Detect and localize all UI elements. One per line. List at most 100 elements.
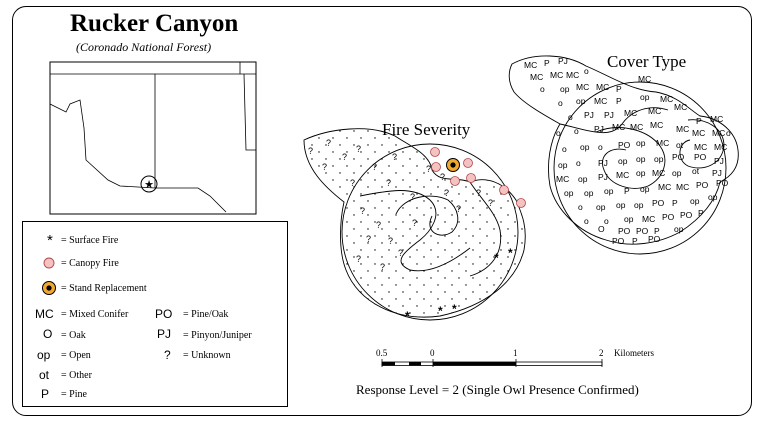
scale-tick-1: 1 [513,348,518,358]
legend-pinyon-juniper: = Pinyon/Juniper [183,330,252,341]
locator-circle [140,175,158,193]
svg-text:MC: MC [712,128,725,138]
svg-text:PO: PO [672,152,685,162]
svg-text:?: ? [388,236,393,246]
svg-text:o: o [726,128,731,138]
svg-text:MC: MC [714,142,727,152]
svg-text:op: op [578,174,588,184]
canopy-fire-point [516,198,526,208]
svg-text:?: ? [356,144,361,154]
canopy-fire-point [463,158,473,168]
svg-text:o: o [578,202,583,212]
fire-severity-label: Fire Severity [382,120,471,139]
cover-code-mc: MC [35,307,54,321]
svg-text:?: ? [444,188,449,198]
svg-text:op: op [640,92,650,102]
svg-text:PO: PO [636,226,649,236]
legend-stand-replacement: = Stand Replacement [61,283,147,294]
svg-text:PO: PO [648,234,661,244]
legend-other: = Other [61,370,92,381]
legend-open: = Open [61,350,91,361]
svg-text:?: ? [456,204,461,214]
svg-text:op: op [636,168,646,178]
canopy-fire-point [431,162,441,172]
legend-unknown: = Unknown [183,350,231,361]
cover-code-po: PO [155,307,173,321]
canopy-fire-icon [43,257,55,269]
inset-locator-map: ★ [49,61,257,215]
svg-text:?: ? [372,162,377,172]
svg-text:o: o [584,66,589,76]
svg-text:op: op [654,154,664,164]
svg-text:MC: MC [676,182,689,192]
svg-text:o: o [562,144,567,154]
legend: * = Surface Fire = Canopy Fire = Stand R… [22,221,288,407]
svg-text:P: P [616,96,622,106]
surface-fire-point: * [438,304,443,318]
svg-text:o: o [568,112,573,122]
svg-text:op: op [708,192,718,202]
svg-text:o: o [598,142,603,152]
canopy-fire-point [430,147,440,157]
svg-text:?: ? [360,206,365,216]
scale-tick-0: 0 [430,348,435,358]
svg-text:PO: PO [652,198,665,208]
svg-text:PO: PO [662,212,675,222]
scale-bar [381,359,603,367]
svg-text:?: ? [410,192,415,202]
cover-code-op: op [37,348,51,362]
legend-pine: = Pine [61,389,87,400]
svg-text:?: ? [412,218,417,228]
svg-text:o: o [604,216,609,226]
svg-text:op: op [672,168,682,178]
svg-text:MC: MC [612,122,625,132]
svg-text:MC: MC [642,214,655,224]
svg-text:op: op [618,156,628,166]
svg-text:?: ? [356,254,361,264]
svg-text:P: P [632,236,638,246]
svg-text:?: ? [376,220,381,230]
svg-text:P: P [624,186,630,196]
svg-text:op: op [580,142,590,152]
response-level: Response Level = 2 (Single Owl Presence … [356,382,639,397]
legend-pine-oak: = Pine/Oak [183,309,229,320]
cover-code-pj: PJ [157,327,172,341]
svg-text:op: op [584,188,594,198]
scale-tick-2: 2 [599,348,604,358]
svg-text:MC: MC [530,72,543,82]
svg-text:op: op [560,84,570,94]
svg-text:PO: PO [618,226,631,236]
svg-text:ot: ot [692,166,700,176]
svg-text:PJ: PJ [604,110,614,120]
svg-text:?: ? [488,198,493,208]
svg-text:MC: MC [650,120,663,130]
svg-text:MC: MC [576,82,589,92]
svg-text:PJ: PJ [598,172,608,182]
svg-text:MC: MC [652,168,665,178]
svg-text:MC: MC [630,122,643,132]
svg-text:op: op [576,96,586,106]
svg-text:?: ? [398,248,403,258]
svg-text:op: op [634,200,644,210]
svg-text:PO: PO [618,140,631,150]
svg-text:MC: MC [658,182,671,192]
svg-text:?: ? [350,178,355,188]
canopy-fire-point [450,176,460,186]
svg-text:?: ? [322,162,327,172]
svg-text:PJ: PJ [712,168,722,178]
svg-text:MC: MC [656,138,669,148]
surface-fire-point: * [452,302,457,316]
svg-text:P: P [696,116,702,126]
cover-type-label: Cover Type [607,52,687,71]
svg-text:op: op [640,184,650,194]
svg-text:MC: MC [550,70,563,80]
svg-text:op: op [564,188,574,198]
surface-fire-point: * [508,246,513,260]
svg-text:MC: MC [524,60,537,70]
svg-text:PJ: PJ [558,56,568,66]
svg-text:op: op [624,214,634,224]
canopy-fire-point [466,173,476,183]
svg-text:PO: PO [612,236,625,246]
cover-code-ot: ot [39,368,50,382]
